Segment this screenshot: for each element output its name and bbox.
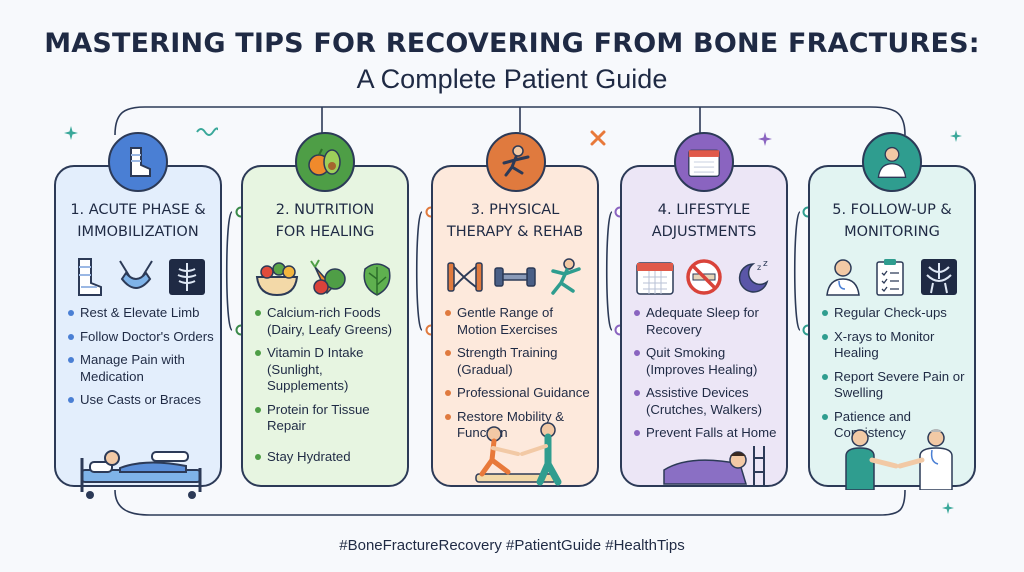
- card-title-line: MONITORING: [844, 224, 940, 240]
- svg-text:z: z: [757, 263, 761, 272]
- list-item: Protein for Tissue Repair: [255, 402, 401, 435]
- card-title-line: ADJUSTMENTS: [651, 224, 757, 240]
- card-follow-up: 5. FOLLOW-UP & MONITORING Regular Check-…: [808, 165, 976, 487]
- tips-list: Gentle Range of Motion Exercises Strengt…: [445, 305, 591, 449]
- sparkle-icon: [950, 130, 962, 142]
- exercise-icon: [502, 145, 530, 177]
- card-physical-therapy: 3. PHYSICAL THERAPY & REHAB Gentle Range…: [431, 165, 599, 487]
- sparkle-icon: [942, 502, 954, 514]
- svg-text:z: z: [763, 259, 768, 269]
- list-item: Gentle Range of Motion Exercises: [445, 305, 591, 338]
- doctor-icon: [825, 259, 860, 296]
- stretching-person-icon: [551, 258, 581, 295]
- page-title: MASTERING TIPS FOR RECOVERING FROM BONE …: [44, 28, 980, 59]
- card-nutrition: 2. NUTRITION FOR HEALING Calcium-rich Fo…: [241, 165, 409, 487]
- clipboard-icon: [876, 259, 904, 296]
- therapist-session-icon: [475, 422, 562, 486]
- sparkle-icon: [64, 126, 78, 140]
- cross-icon: [590, 130, 606, 146]
- list-item: X-rays to Monitor Healing: [822, 329, 968, 362]
- badge-fruit-icon: [295, 132, 355, 192]
- hashtags: #BoneFractureRecovery #PatientGuide #Hea…: [339, 537, 685, 554]
- card-title: 3. PHYSICAL THERAPY & REHAB: [433, 199, 597, 243]
- card-title-line: 1. ACUTE PHASE &: [70, 202, 206, 218]
- list-item: Quit Smoking (Improves Healing): [634, 345, 780, 378]
- list-item: Stay Hydrated: [255, 449, 401, 466]
- list-item: Prevent Falls at Home: [634, 425, 780, 442]
- list-item: Manage Pain with Medication: [68, 352, 214, 385]
- card-title-line: 4. LIFESTYLE: [657, 202, 751, 218]
- list-item: Restore Mobility & Function: [445, 409, 591, 442]
- list-item: Patience and Consistency: [822, 409, 968, 442]
- list-item: Adequate Sleep for Recovery: [634, 305, 780, 338]
- card-title: 5. FOLLOW-UP & MONITORING: [810, 199, 974, 243]
- no-smoking-icon: [686, 259, 722, 295]
- card-title-line: THERAPY & REHAB: [446, 224, 584, 240]
- list-item: Use Casts or Braces: [68, 392, 214, 409]
- list-item: Regular Check-ups: [822, 305, 968, 322]
- tips-list: Regular Check-ups X-rays to Monitor Heal…: [822, 305, 968, 449]
- pelvis-xray-icon: [921, 259, 958, 295]
- icon-row: [64, 255, 212, 299]
- tips-list: Adequate Sleep for Recovery Quit Smoking…: [634, 305, 780, 449]
- icon-row: [441, 255, 589, 299]
- dumbbell-icon: [494, 267, 536, 287]
- list-item: Report Severe Pain or Swelling: [822, 369, 968, 402]
- tips-list: Calcium-rich Foods (Dairy, Leafy Greens)…: [255, 305, 401, 472]
- card-acute-phase: 1. ACUTE PHASE & IMMOBILIZATION Rest & E…: [54, 165, 222, 487]
- list-item: Assistive Devices (Crutches, Walkers): [634, 385, 780, 418]
- leafy-greens-icon: [363, 263, 391, 296]
- patient-in-bed-icon: [80, 450, 202, 499]
- arm-sling-icon: [119, 260, 153, 289]
- card-title: 1. ACUTE PHASE & IMMOBILIZATION: [56, 199, 220, 243]
- list-item: Vitamin D Intake (Sunlight, Supplements): [255, 345, 401, 395]
- vegetable-bowl-icon: [255, 262, 299, 297]
- badge-cast-leg-icon: [108, 132, 168, 192]
- icon-row: [818, 255, 966, 299]
- squiggle-icon: [196, 127, 218, 136]
- xray-icon: [168, 259, 205, 295]
- calendar-icon: [636, 262, 674, 295]
- card-title-line: 3. PHYSICAL: [470, 202, 560, 218]
- cast-leg-icon: [130, 147, 151, 177]
- icon-row: [251, 255, 399, 299]
- card-title-line: 2. NUTRITION: [275, 202, 375, 218]
- resistance-band-icon: [447, 262, 483, 292]
- doctor-icon: [877, 146, 907, 178]
- handshake-icon: [845, 429, 953, 490]
- sparkle-icon: [758, 132, 772, 146]
- vegetables-icon: [310, 259, 346, 295]
- list-item: Follow Doctor's Orders: [68, 329, 214, 346]
- card-title-line: 5. FOLLOW-UP &: [832, 202, 952, 218]
- badge-calendar-icon: [674, 132, 734, 192]
- tips-list: Rest & Elevate Limb Follow Doctor's Orde…: [68, 305, 214, 416]
- list-item: Calcium-rich Foods (Dairy, Leafy Greens): [255, 305, 401, 338]
- card-title: 2. NUTRITION FOR HEALING: [243, 199, 407, 243]
- list-item: Strength Training (Gradual): [445, 345, 591, 378]
- card-title: 4. LIFESTYLE ADJUSTMENTS: [622, 199, 786, 243]
- sleeping-person-icon: [663, 446, 765, 486]
- card-title-line: FOR HEALING: [275, 224, 375, 240]
- leg-cast-icon: [78, 258, 103, 296]
- list-item: Rest & Elevate Limb: [68, 305, 214, 322]
- list-item: Professional Guidance: [445, 385, 591, 402]
- fruit-icon: [308, 148, 341, 176]
- calendar-icon: [688, 149, 720, 177]
- page-subtitle: A Complete Patient Guide: [356, 64, 668, 94]
- badge-exercise-icon: [486, 132, 546, 192]
- card-title-line: IMMOBILIZATION: [77, 224, 199, 240]
- badge-doctor-icon: [862, 132, 922, 192]
